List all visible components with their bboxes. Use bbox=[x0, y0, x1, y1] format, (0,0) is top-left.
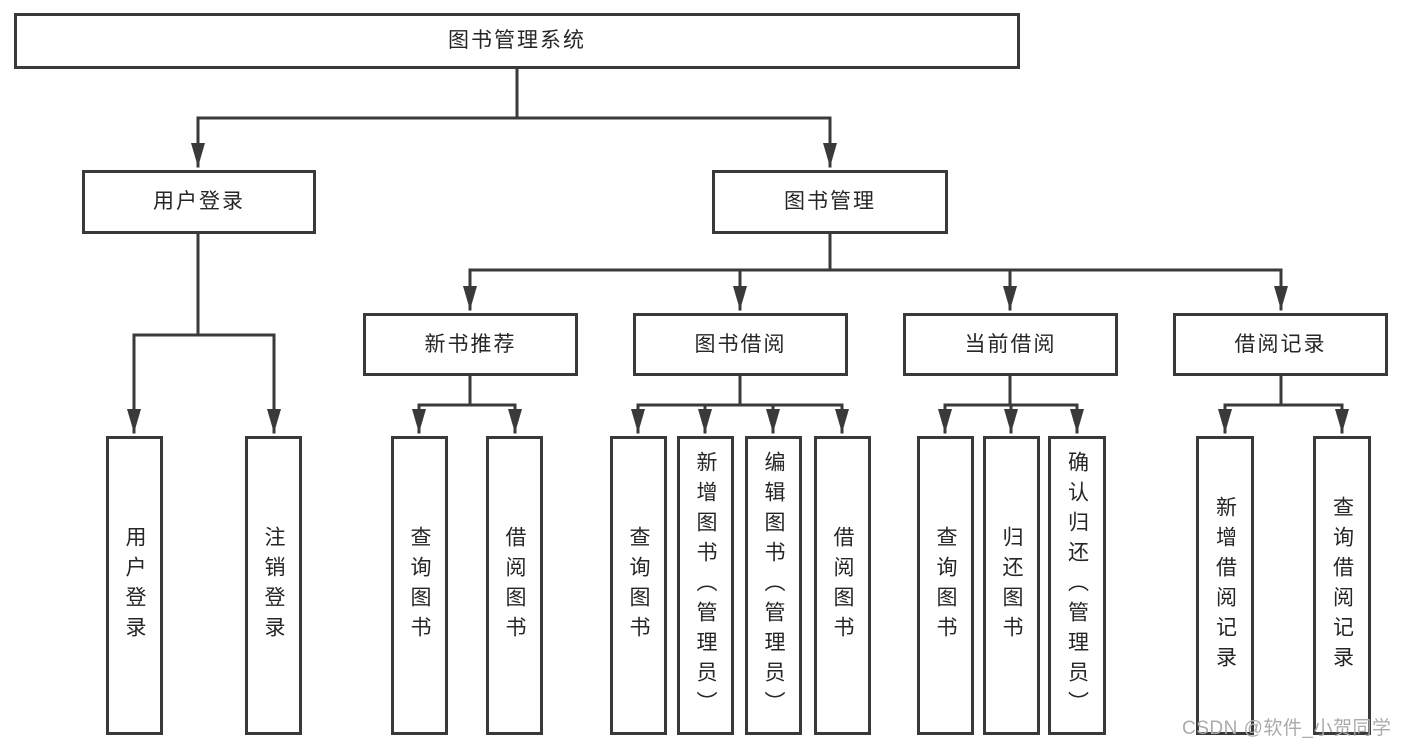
leaf-add-book-admin: 新增图书（管理员） bbox=[677, 436, 734, 735]
node-label: 查询图书 bbox=[627, 525, 650, 646]
node-label: 借阅图书 bbox=[503, 525, 526, 646]
node-borrow-records: 借阅记录 bbox=[1173, 313, 1388, 376]
node-label: 编辑图书（管理员） bbox=[762, 450, 785, 721]
node-label: 借阅记录 bbox=[1234, 332, 1327, 356]
node-label: 用户登录 bbox=[153, 190, 245, 214]
leaf-query-book-2: 查询图书 bbox=[610, 436, 667, 735]
node-label: 新增借阅记录 bbox=[1213, 495, 1237, 676]
leaf-return-book: 归还图书 bbox=[983, 436, 1040, 735]
node-label: 图书借阅 bbox=[694, 332, 787, 356]
leaf-query-book-3: 查询图书 bbox=[917, 436, 974, 735]
leaf-user-login: 用户登录 bbox=[106, 436, 163, 735]
leaf-borrow-book-2: 借阅图书 bbox=[814, 436, 871, 735]
node-label: 归还图书 bbox=[1000, 525, 1023, 646]
leaf-edit-book-admin: 编辑图书（管理员） bbox=[745, 436, 802, 735]
node-label: 新书推荐 bbox=[424, 332, 517, 356]
node-label: 用户登录 bbox=[123, 525, 146, 646]
csdn-watermark: CSDN @软件_小贺同学 bbox=[1182, 718, 1392, 739]
node-current-borrow: 当前借阅 bbox=[903, 313, 1118, 376]
node-label: 查询图书 bbox=[408, 525, 431, 646]
node-label: 借阅图书 bbox=[831, 525, 854, 646]
node-label: 查询借阅记录 bbox=[1330, 495, 1354, 676]
node-new-book-recommend: 新书推荐 bbox=[363, 313, 578, 376]
node-label: 查询图书 bbox=[934, 525, 957, 646]
node-label: 新增图书（管理员） bbox=[694, 450, 717, 721]
node-book-borrow: 图书借阅 bbox=[633, 313, 848, 376]
leaf-confirm-return-admin: 确认归还（管理员） bbox=[1048, 436, 1106, 735]
node-user-login: 用户登录 bbox=[82, 170, 316, 234]
node-book-management: 图书管理 bbox=[712, 170, 948, 234]
node-label: 注销登录 bbox=[262, 525, 285, 646]
leaf-query-borrow-record: 查询借阅记录 bbox=[1313, 436, 1371, 735]
leaf-borrow-book-1: 借阅图书 bbox=[486, 436, 543, 735]
leaf-query-book-1: 查询图书 bbox=[391, 436, 448, 735]
node-label: 当前借阅 bbox=[964, 332, 1057, 356]
leaf-add-borrow-record: 新增借阅记录 bbox=[1196, 436, 1254, 735]
node-library-system: 图书管理系统 bbox=[14, 13, 1020, 69]
node-label: 确认归还（管理员） bbox=[1065, 450, 1089, 721]
leaf-logout: 注销登录 bbox=[245, 436, 302, 735]
node-label: 图书管理 bbox=[784, 190, 876, 214]
node-label: 图书管理系统 bbox=[448, 29, 586, 53]
